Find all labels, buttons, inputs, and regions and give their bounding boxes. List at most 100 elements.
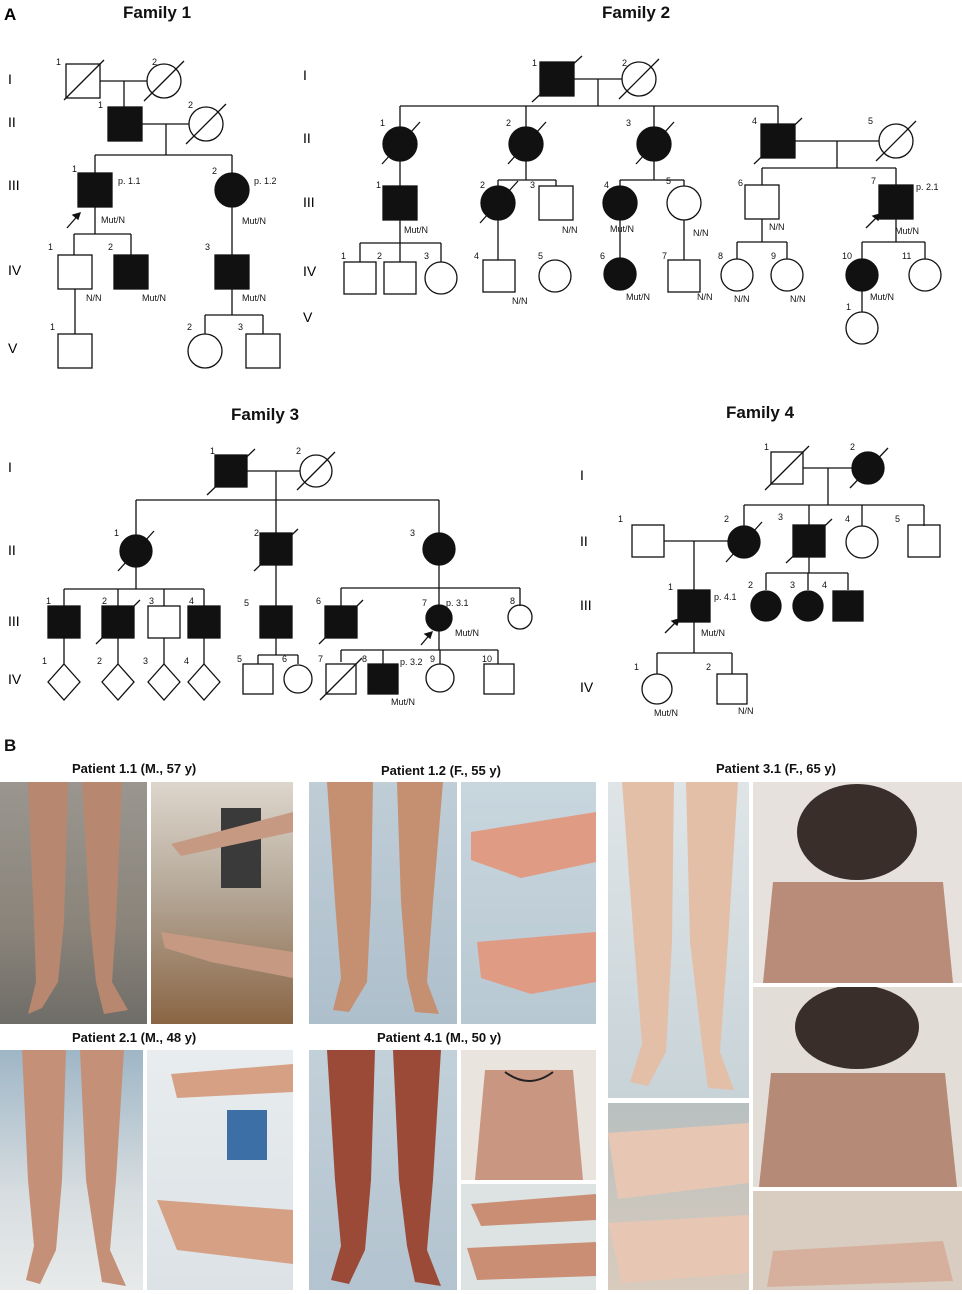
svg-text:2: 2 (102, 596, 107, 606)
hands-illustration (608, 1123, 749, 1283)
legs-illustration (327, 782, 443, 1014)
f2-IV-7-male (667, 259, 701, 293)
svg-text:6: 6 (316, 596, 321, 606)
svg-text:p. 3.2: p. 3.2 (400, 657, 423, 667)
svg-text:5: 5 (538, 251, 543, 261)
svg-text:N/N: N/N (562, 225, 578, 235)
svg-text:10: 10 (842, 251, 852, 261)
svg-text:3: 3 (530, 180, 535, 190)
generation-label: III (8, 177, 20, 193)
generation-label: III (580, 597, 592, 613)
svg-text:1: 1 (668, 582, 673, 592)
f3-III-1-affected-male (47, 605, 81, 639)
f2-IV-10-affected-female (845, 258, 879, 292)
generation-label: I (8, 459, 12, 475)
hands-illustration (161, 808, 293, 978)
patient-3-1-back-photo-1 (753, 782, 962, 983)
f1-V-2-female (187, 333, 223, 369)
hands-illustration (471, 812, 596, 994)
family-1-pedigree: Family 1 (57, 3, 281, 369)
panel-label-b: B (4, 736, 17, 755)
back-illustration (759, 987, 957, 1187)
svg-text:3: 3 (238, 322, 243, 332)
f2-IV-6-affected-female (603, 257, 637, 291)
patient-4-1-title: Patient 4.1 (M., 50 y) (377, 1030, 502, 1045)
svg-text:2: 2 (254, 528, 259, 538)
svg-text:1: 1 (210, 446, 215, 456)
svg-text:9: 9 (771, 251, 776, 261)
svg-text:2: 2 (850, 442, 855, 452)
f4-II-5-male (907, 524, 941, 558)
svg-text:7: 7 (422, 598, 427, 608)
f1-III-2-affected-female (214, 172, 250, 208)
f2-IV-11-female (908, 258, 942, 292)
f3-III-5-affected-male (259, 605, 293, 639)
svg-text:6: 6 (738, 178, 743, 188)
patient-3-1-back-photo-2 (753, 987, 962, 1187)
legs-illustration (22, 1050, 126, 1286)
f1-IV-1-male (57, 254, 93, 290)
svg-text:2: 2 (377, 251, 382, 261)
patient-4-1-back-photo (461, 1050, 596, 1180)
svg-text:1: 1 (376, 180, 381, 190)
f4-II-4-female (845, 525, 879, 559)
f4-III-1-proband-male (677, 589, 711, 623)
svg-text:1: 1 (56, 57, 61, 67)
svg-text:1: 1 (618, 514, 623, 524)
svg-text:Mut/N: Mut/N (391, 697, 415, 707)
family-2-pedigree: Family 2 (343, 3, 942, 345)
generation-label: V (8, 340, 18, 356)
f2-III-6-male (744, 184, 780, 220)
svg-text:2: 2 (724, 514, 729, 524)
f1-IV-2-affected-male (113, 254, 149, 290)
f3-III-4-affected-male (187, 605, 221, 639)
panel-label-a: A (4, 5, 16, 24)
svg-text:2: 2 (212, 166, 217, 176)
family-1-title: Family 1 (123, 3, 191, 22)
f3-IV-6-female (283, 664, 313, 694)
hands-illustration (467, 1194, 596, 1280)
svg-text:8: 8 (718, 251, 723, 261)
generation-label: II (8, 542, 16, 558)
f2-IV-2-male (383, 261, 417, 295)
generation-label: III (303, 194, 315, 210)
f2-III-1-affected-male (382, 185, 418, 221)
svg-text:7: 7 (662, 251, 667, 261)
svg-text:9: 9 (430, 654, 435, 664)
f4-III-3-affected-female (792, 590, 824, 622)
f3-III-7-proband-female (425, 604, 453, 632)
patient-2-1-title: Patient 2.1 (M., 48 y) (72, 1030, 197, 1045)
svg-text:4: 4 (604, 180, 609, 190)
f1-III-1-proband-male (77, 172, 113, 208)
svg-text:N/N: N/N (734, 294, 750, 304)
patient-2-1-hands-photo (147, 1050, 293, 1290)
svg-text:Mut/N: Mut/N (142, 293, 166, 303)
patient-1-2-legs-photo (309, 782, 457, 1024)
svg-text:4: 4 (474, 251, 479, 261)
f3-II-3-affected-female (422, 532, 456, 566)
f3-IV-1-diamond (47, 663, 81, 701)
svg-text:2: 2 (97, 656, 102, 666)
family-4-title: Family 4 (726, 403, 795, 422)
svg-text:N/N: N/N (697, 292, 713, 302)
svg-text:Mut/N: Mut/N (610, 224, 634, 234)
generation-label: II (303, 130, 311, 146)
patient-3-1-title: Patient 3.1 (F., 65 y) (716, 761, 836, 776)
svg-text:3: 3 (626, 118, 631, 128)
svg-text:3: 3 (149, 596, 154, 606)
patient-1-1-legs-photo (0, 782, 147, 1024)
legs-illustration (327, 1050, 441, 1286)
svg-text:2: 2 (706, 662, 711, 672)
svg-text:4: 4 (189, 596, 194, 606)
svg-text:Mut/N: Mut/N (242, 293, 266, 303)
family-3-title: Family 3 (231, 405, 299, 424)
f1-IV-3-affected-male (214, 254, 250, 290)
svg-text:2: 2 (188, 100, 193, 110)
svg-text:3: 3 (778, 512, 783, 522)
svg-text:5: 5 (895, 514, 900, 524)
svg-text:2: 2 (152, 57, 157, 67)
svg-text:Mut/N: Mut/N (101, 215, 125, 225)
